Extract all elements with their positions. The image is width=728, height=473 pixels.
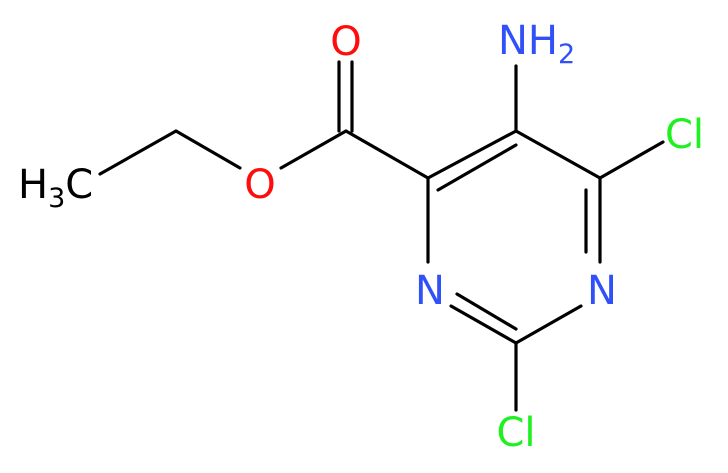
chlorine-lower-label: Cl bbox=[496, 410, 535, 456]
ring-nitrogen-right-label: N bbox=[587, 268, 617, 314]
chlorine-upper-label: Cl bbox=[665, 112, 704, 158]
bond-ester-oxygen-carbonyl-carbon bbox=[279, 129, 348, 170]
bond-c2-n3-inner bbox=[455, 292, 518, 331]
amino-group-label: NH2 bbox=[498, 18, 575, 70]
bond-c2-n3 bbox=[449, 304, 518, 345]
bond-c4-c5 bbox=[426, 129, 518, 180]
bond-methylene-ester-oxygen bbox=[174, 129, 242, 170]
bond-c5-c6 bbox=[514, 129, 602, 180]
bond-methyl-methylene bbox=[98, 129, 178, 176]
bond-n1-c2 bbox=[514, 304, 583, 345]
bond-carbonyl-c4 bbox=[344, 129, 430, 180]
bond-c6-chlorine bbox=[598, 140, 665, 180]
bond-c4-c5-inner bbox=[436, 143, 518, 192]
carbonyl-oxygen-label: O bbox=[330, 19, 361, 65]
ester-oxygen-label: O bbox=[244, 162, 275, 208]
methyl-label: H3C bbox=[18, 162, 93, 214]
ring-nitrogen-left-label: N bbox=[415, 268, 445, 314]
